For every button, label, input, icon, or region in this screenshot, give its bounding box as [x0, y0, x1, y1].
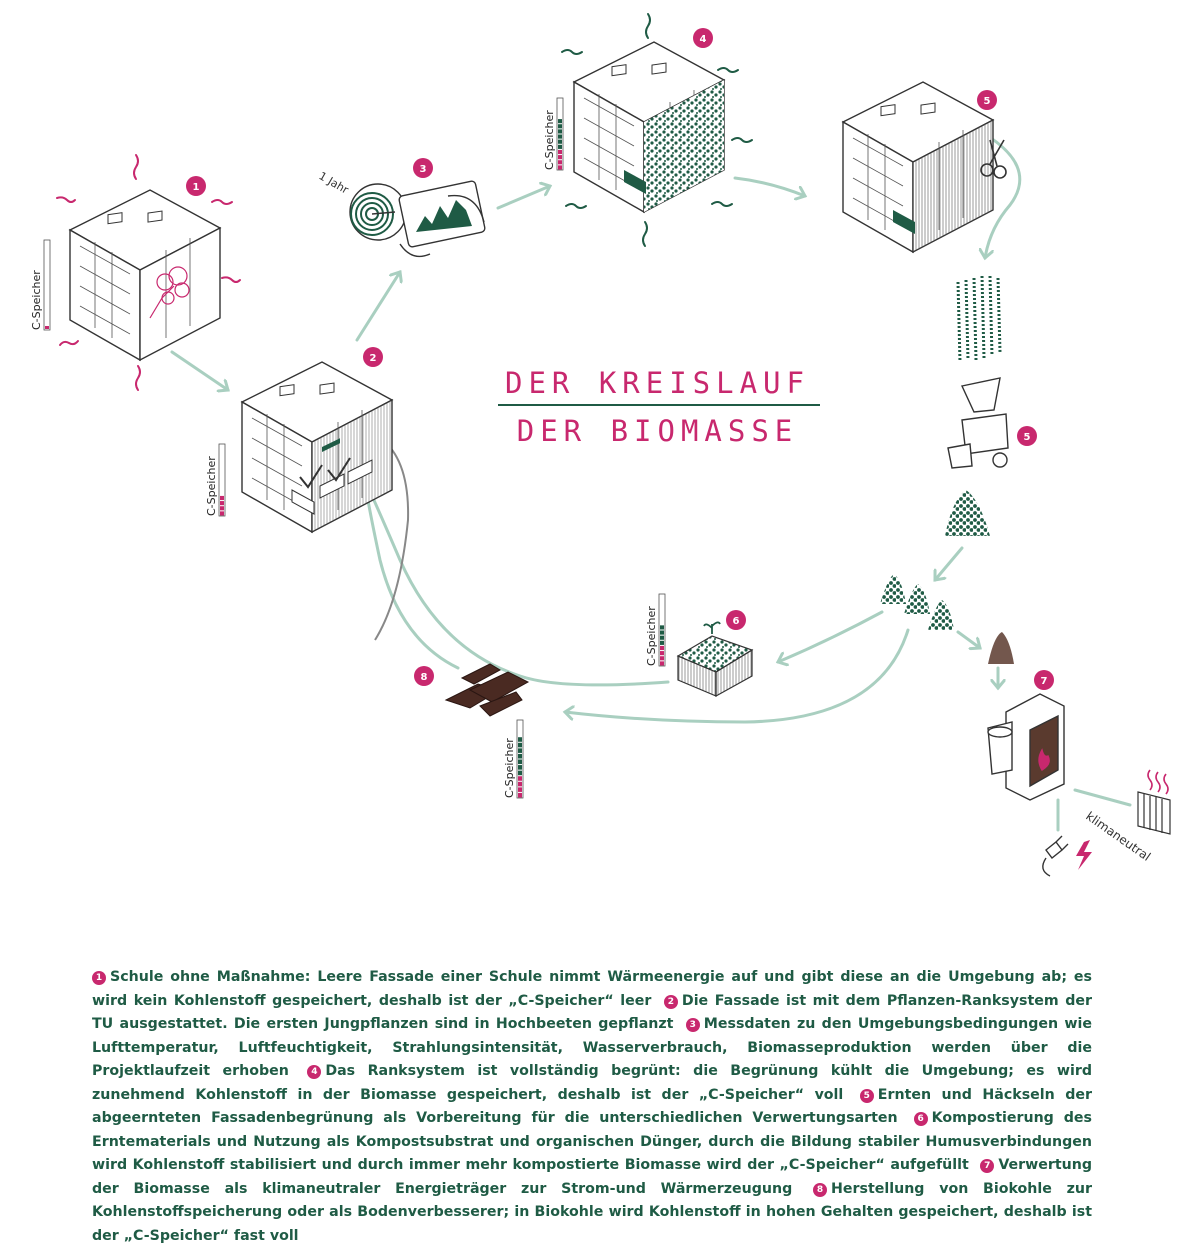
diagram-title-line-1: DER KREISLAUF [505, 366, 810, 400]
arrow-1-to-2 [170, 350, 228, 390]
arrow-4-to-5 [733, 176, 805, 196]
measurement-tablet-step-3 [349, 180, 486, 258]
step-badge-b8: 8 [414, 666, 434, 686]
legend-step-number: 2 [663, 994, 678, 1009]
step-badge-b7: 7 [1034, 670, 1054, 690]
heat-waves-step-1 [56, 154, 241, 391]
step-badge-number: 3 [420, 164, 427, 175]
building-step-5 [842, 81, 994, 253]
plug-lightning-icon [1042, 835, 1092, 877]
scissors-icon [980, 139, 1007, 179]
step-badge-b5a: 5 [977, 90, 997, 110]
step-badge-b4: 4 [693, 28, 713, 48]
step-badge-b6: 6 [726, 610, 746, 630]
legend-step-text: Die Fassade ist mit dem Pflanzen-Ranksys… [92, 992, 1092, 1033]
step-badge-number: 5 [984, 96, 991, 107]
legend-step-text: Messdaten zu den Umgebungsbedingungen wi… [92, 1016, 1092, 1079]
shredder-step-5 [947, 377, 1009, 469]
step-badge-b3: 3 [413, 158, 433, 178]
legend-step-number: 3 [685, 1018, 700, 1032]
legend-step-text: Ernten und Häckseln der abgeernteten Fas… [92, 1086, 1092, 1127]
legend-step-number: 5 [859, 1088, 874, 1103]
arrow-to-pellets [956, 630, 980, 648]
step-badge-b5b: 5 [1017, 426, 1037, 446]
arrow-to-compost [778, 610, 884, 662]
arrow-3-to-4 [496, 186, 550, 210]
step-badge-number: 1 [193, 182, 200, 193]
c-speicher-label: C-Speicher [205, 456, 218, 516]
legend-step-text: Das Ranksystem ist vollständig begrünt: … [92, 1063, 1092, 1103]
diagram-canvas: 1 Jahr [30, 13, 1171, 877]
legend-step-number: 4 [307, 1065, 322, 1079]
cool-waves-step-4 [561, 13, 753, 247]
legend-step-text: Verwertung der Biomasse als klimaneutral… [92, 1157, 1092, 1197]
step-badges: 1 2 3 4 5 5 6 7 8 [186, 28, 1054, 690]
c-speicher-label: C-Speicher [503, 738, 516, 798]
title-divider [498, 404, 820, 406]
chip-piles-split [880, 574, 954, 630]
building-step-4 [573, 41, 725, 213]
step-badge-number: 8 [421, 672, 428, 683]
step-badge-b1: 1 [186, 176, 206, 196]
heater-icon [1137, 769, 1171, 835]
building-step-2 [241, 361, 393, 533]
step-badge-number: 7 [1041, 676, 1048, 687]
c-speicher-label: C-Speicher [30, 270, 43, 330]
legend-step-number: 1 [92, 971, 106, 985]
compost-box-step-6 [676, 621, 754, 698]
legend-step-number: 6 [913, 1112, 928, 1126]
biomass-cycle-diagram: 1 Jahr [30, 13, 1171, 877]
pellet-pile [988, 632, 1014, 664]
legend-step-number: 7 [980, 1159, 995, 1173]
arrow-compost-to-facade [358, 468, 670, 687]
harvested-biomass [956, 275, 1002, 363]
biomass-boiler-step-7 [987, 693, 1065, 801]
c-speicher-gauge-s4: C-Speicher [543, 97, 564, 171]
arrow-to-biochar [565, 628, 910, 724]
biochar-step-8 [444, 663, 530, 717]
legend-step-text: Schule ohne Maßnahme: Leere Fassade eine… [92, 969, 1092, 1009]
building-step-1 [69, 189, 221, 361]
line-to-heater [1073, 788, 1132, 807]
diagram-title-line-2: DER BIOMASSE [516, 414, 799, 448]
c-speicher-gauges: C-SpeicherC-SpeicherC-SpeicherC-Speicher… [30, 97, 666, 799]
arrow-harvest-down [976, 128, 1022, 258]
step-badge-number: 2 [370, 353, 377, 364]
step-badge-number: 6 [733, 616, 740, 627]
c-speicher-gauge-s2: C-Speicher [205, 443, 226, 517]
step-badge-number: 5 [1024, 432, 1031, 443]
wood-chip-pile [945, 490, 990, 536]
legend-step-number: 8 [813, 1182, 828, 1197]
one-year-label: 1 Jahr [317, 169, 352, 196]
arrow-chips-split [935, 546, 964, 580]
c-speicher-gauge-s6: C-Speicher [645, 593, 666, 667]
c-speicher-gauge-s1: C-Speicher [30, 239, 51, 331]
legend-step-text: Kompostierung des Erntematerials und Nut… [92, 1110, 1092, 1173]
c-speicher-gauge-s8: C-Speicher [503, 719, 524, 799]
step-badge-number: 4 [700, 34, 707, 45]
step-badge-b2: 2 [363, 347, 383, 367]
c-speicher-label: C-Speicher [543, 110, 556, 170]
arrow-2-to-3 [355, 272, 400, 342]
c-speicher-label: C-Speicher [645, 606, 658, 666]
